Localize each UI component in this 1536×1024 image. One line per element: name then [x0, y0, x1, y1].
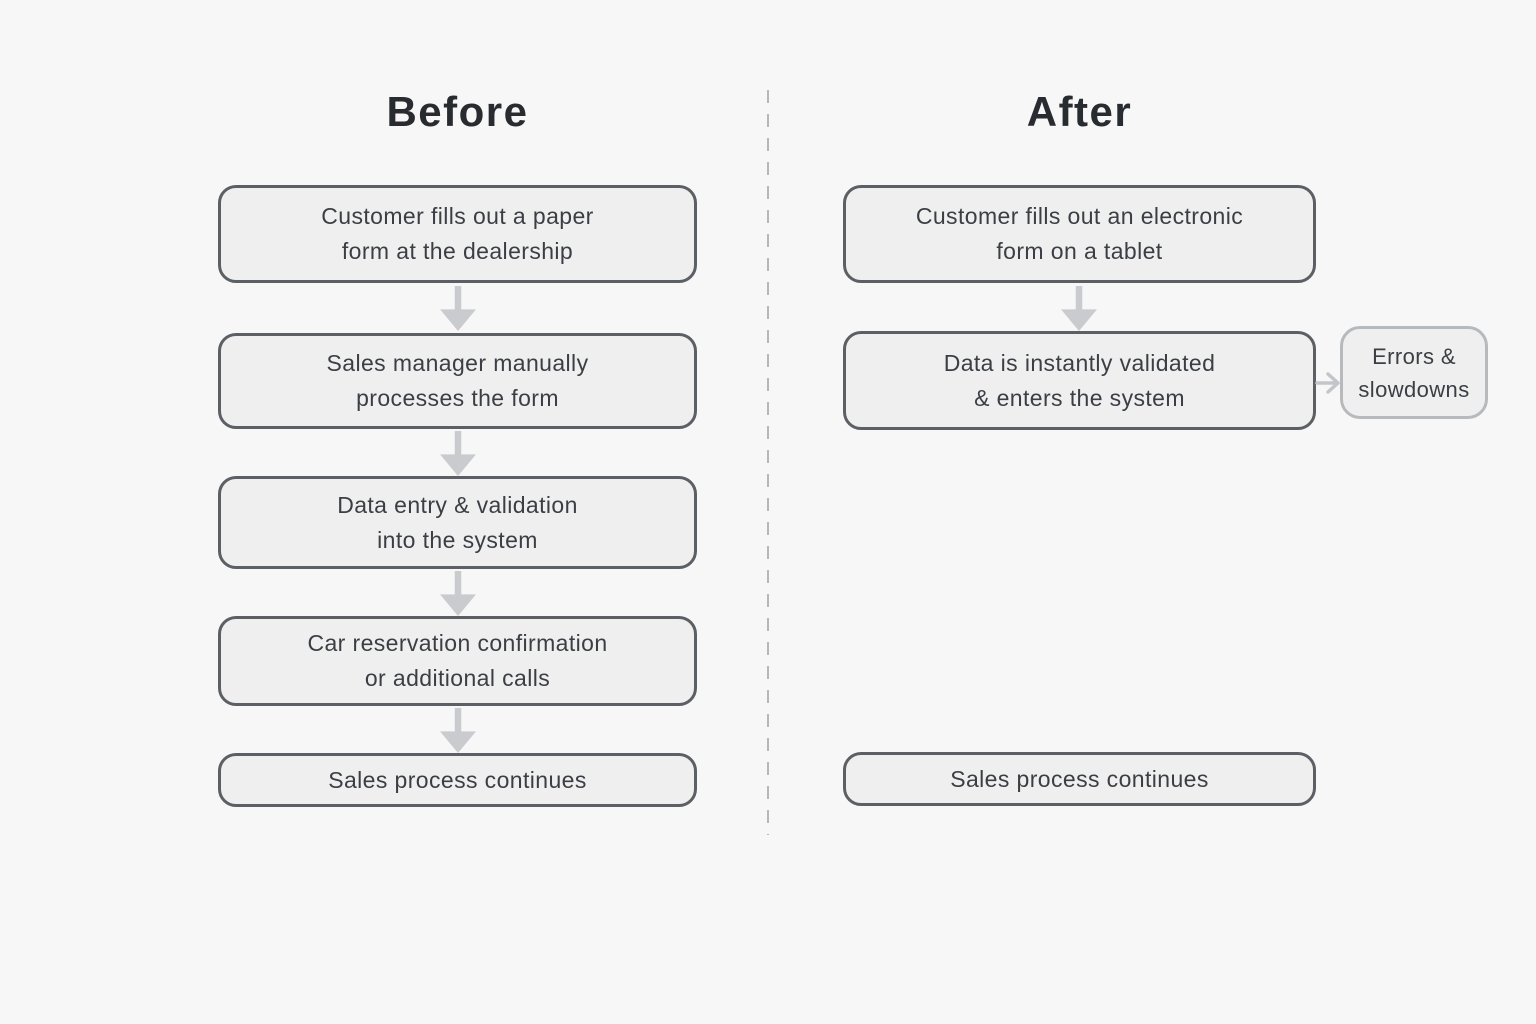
step-text-line: & enters the system — [974, 384, 1185, 411]
note-text-line: slowdowns — [1358, 376, 1470, 402]
before-column-title: Before — [386, 88, 529, 135]
step-text-line: Customer fills out a paper — [321, 203, 594, 229]
after-step-2-box: Data is instantly validated & enters the… — [843, 331, 1316, 430]
errors-slowdowns-note-box: Errors & slowdowns — [1340, 326, 1488, 419]
before-step-3-box: Data entry & validation into the system — [218, 476, 697, 569]
down-arrow-icon — [440, 286, 476, 331]
column-divider-dashed-line — [767, 90, 769, 835]
step-text-line: Customer fills out an electronic — [915, 203, 1244, 229]
step-text-line: Data is instantly validated — [943, 349, 1216, 376]
step-text-line: Sales manager manually — [326, 350, 589, 376]
step-text-line: form at the dealership — [341, 238, 574, 264]
step-text-line: into the system — [377, 526, 538, 553]
step-text-line: Car reservation confirmation — [307, 630, 608, 656]
before-step-2-box: Sales manager manually processes the for… — [218, 333, 697, 429]
right-arrow-icon — [1315, 372, 1340, 394]
step-text-line: Sales process continues — [328, 766, 587, 793]
step-text-line: Sales process continues — [950, 765, 1209, 792]
after-step-1-box: Customer fills out an electronic form on… — [843, 185, 1316, 283]
after-column-title: After — [1026, 88, 1133, 135]
note-text-line: Errors & — [1372, 343, 1456, 369]
before-step-1-box: Customer fills out a paper form at the d… — [218, 185, 697, 283]
down-arrow-icon — [440, 431, 476, 476]
before-step-5-box: Sales process continues — [218, 753, 697, 807]
step-text-line: processes the form — [356, 385, 559, 411]
down-arrow-icon — [1061, 286, 1097, 331]
step-text-line: or additional calls — [364, 665, 551, 691]
step-text-line: form on a tablet — [996, 238, 1163, 264]
down-arrow-icon — [440, 708, 476, 753]
step-text-line: Data entry & validation — [337, 491, 578, 518]
down-arrow-icon — [440, 571, 476, 616]
before-step-4-box: Car reservation confirmation or addition… — [218, 616, 697, 706]
after-step-3-box: Sales process continues — [843, 752, 1316, 806]
